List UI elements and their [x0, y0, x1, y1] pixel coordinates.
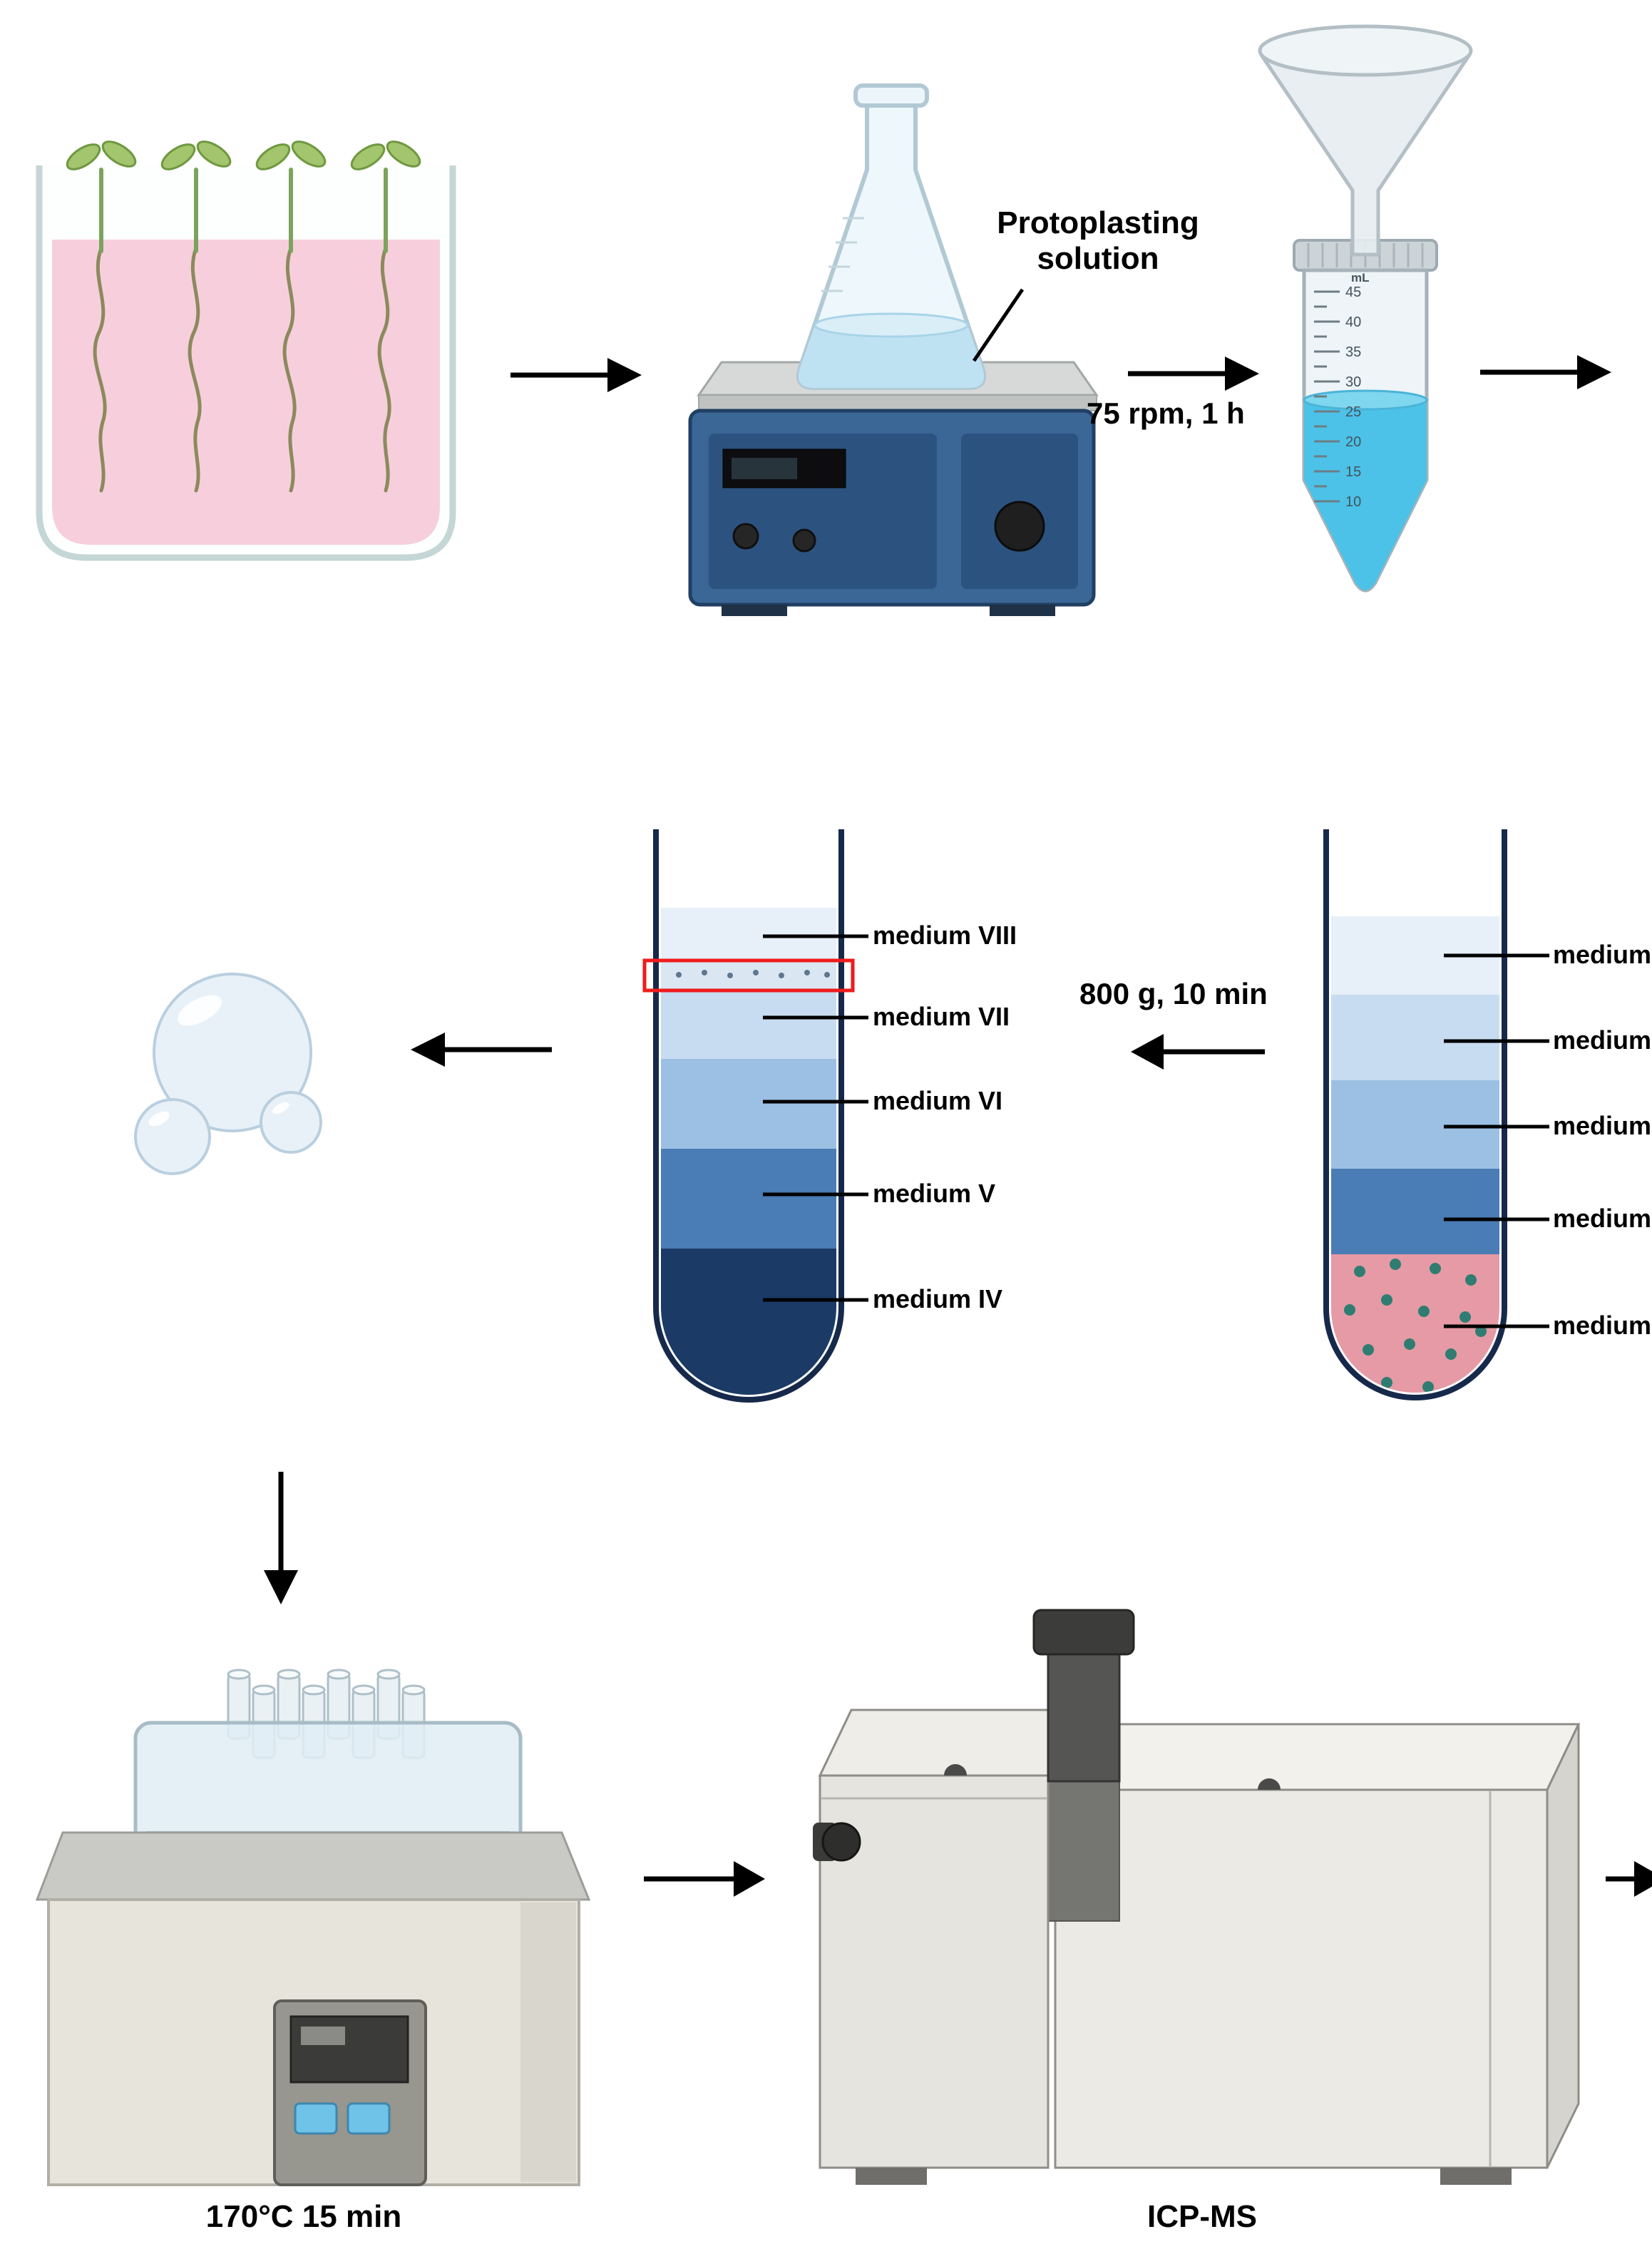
protoplast-highlight	[148, 1111, 170, 1127]
interface-highlight-box	[642, 958, 855, 993]
falcon-liquid	[1304, 400, 1427, 590]
medium-vi-label: medium VI	[873, 1086, 1003, 1115]
stir-condition-label: 75 rpm, 1 h	[1087, 396, 1245, 430]
handle-right	[1258, 1778, 1281, 1790]
chimney-shaft	[1047, 1649, 1121, 1783]
protoplast-small-left	[134, 1098, 211, 1175]
svg-text:15: 15	[1345, 464, 1361, 480]
gradient-layers	[661, 908, 836, 1395]
arrow-centrifugation	[1131, 1034, 1265, 1070]
medium-viii-label: medium VIII	[1553, 940, 1652, 969]
interface-protoplast-dots	[676, 970, 830, 978]
gradient-tube-after-centrifugation	[642, 829, 868, 1403]
arrow-filter-to-next-row	[1480, 355, 1611, 389]
layer-medium-vi	[1331, 1080, 1499, 1169]
icp-ms-caption: ICP-MS	[1147, 2199, 1257, 2234]
stirrer-display-readout	[732, 458, 797, 479]
arrow-seedlings-to-stirrer	[511, 358, 642, 392]
bath-body-shade	[520, 1902, 576, 2182]
layer-pointer-lines	[1444, 953, 1549, 1328]
medium-iv-label: medium IV	[873, 1284, 1003, 1313]
svg-text:25: 25	[1345, 404, 1361, 420]
tube-outline	[653, 829, 844, 1403]
stirrer-plate-front	[698, 394, 1097, 411]
medium-vii-label: medium VII	[873, 1002, 1010, 1031]
protoplast-highlight	[272, 1102, 289, 1115]
stirrer-button-left	[732, 523, 759, 550]
svg-text:35: 35	[1345, 344, 1361, 360]
stirrer-foot-right	[990, 605, 1055, 616]
protoplast-highlight	[178, 995, 222, 1026]
layer-pointer-lines	[763, 934, 868, 1302]
arrow-stirrer-to-filter	[1128, 357, 1259, 391]
medium-viii-label: medium VIII	[873, 921, 1017, 950]
culture-medium-liquid	[52, 240, 440, 545]
interface-band	[661, 962, 836, 989]
layer-medium-vii	[661, 989, 836, 1059]
layer-medium-iv	[661, 1249, 836, 1395]
protoplasting-solution-label: Protoplasting solution	[997, 205, 1199, 276]
right-module-top	[1053, 1723, 1581, 1791]
foot-right	[1440, 2168, 1512, 2185]
protoplast-dots	[1344, 1259, 1487, 1393]
svg-text:20: 20	[1345, 434, 1361, 450]
torch-column	[1047, 1778, 1120, 1922]
funnel-and-falcon-tube: 45 40 35 30 25 20 15 10 mL	[1258, 24, 1473, 593]
side-knob	[821, 1822, 861, 1862]
svg-text:30: 30	[1345, 374, 1361, 390]
bath-button-right	[347, 2102, 391, 2135]
chimney-cap	[1032, 1609, 1135, 1656]
seedling-culture-vessel	[36, 128, 456, 561]
falcon-unit-label: mL	[1351, 271, 1370, 285]
right-module-front	[1054, 1788, 1549, 2169]
flask-liquid	[798, 325, 985, 388]
bath-button-left	[294, 2102, 338, 2135]
stirrer-foot-left	[722, 605, 787, 616]
protoplasting-pointer-line	[972, 288, 1025, 362]
icp-ms-instrument	[813, 1609, 1581, 2185]
gradient-tube-loaded	[1323, 829, 1549, 1400]
funnel	[1259, 53, 1472, 257]
right-module-side	[1546, 1723, 1580, 2168]
stirrer-speed-knob	[994, 501, 1045, 552]
handle-left	[944, 1764, 967, 1776]
layer-medium-vi	[661, 1059, 836, 1149]
funnel-mouth	[1258, 24, 1473, 77]
digestion-caption: 170°C 15 min	[205, 2199, 402, 2234]
tube-outline	[1323, 829, 1507, 1400]
arrow-icpms-out	[1606, 1861, 1652, 1897]
arrow-bath-to-icpms	[644, 1861, 765, 1897]
medium-iv-label: medium IV	[1553, 1311, 1652, 1340]
svg-text:45: 45	[1345, 285, 1361, 300]
flask-graduations	[821, 217, 864, 292]
medium-vi-label: medium VI	[1553, 1111, 1652, 1140]
protoplast-small-right	[260, 1091, 322, 1154]
bath-display	[289, 2015, 409, 2084]
foot-left	[856, 2168, 927, 2185]
centrifuge-condition-label: 800 g, 10 min	[1079, 977, 1268, 1010]
magnetic-stirrer-with-flask	[688, 83, 1099, 616]
medium-v-label: medium V	[1553, 1204, 1652, 1233]
layer-medium-vii	[1331, 995, 1499, 1080]
medium-v-label: medium V	[873, 1179, 996, 1208]
svg-text:40: 40	[1345, 314, 1361, 330]
bath-rim	[35, 1831, 591, 1901]
bath-display-readout	[301, 2027, 345, 2045]
isolated-protoplasts	[134, 973, 322, 1175]
water-bath	[35, 1669, 591, 2186]
arrow-tube-to-protoplasts	[411, 1033, 552, 1067]
gradient-layers	[1331, 916, 1499, 1393]
medium-vii-label: medium VII	[1553, 1025, 1652, 1055]
arrow-down-to-digestion	[264, 1472, 298, 1604]
svg-text:10: 10	[1345, 494, 1361, 510]
layer-medium-v	[1331, 1169, 1499, 1254]
stirrer-button-right	[792, 528, 816, 553]
falcon-scale-numbers: 45 40 35 30 25 20 15 10	[1345, 285, 1361, 510]
flask-neck-rim	[853, 83, 929, 108]
layer-medium-v	[661, 1149, 836, 1249]
falcon-graduation-ticks	[1314, 290, 1340, 503]
falcon-liquid-surface	[1303, 389, 1428, 411]
flask-liquid-surface	[814, 312, 969, 338]
